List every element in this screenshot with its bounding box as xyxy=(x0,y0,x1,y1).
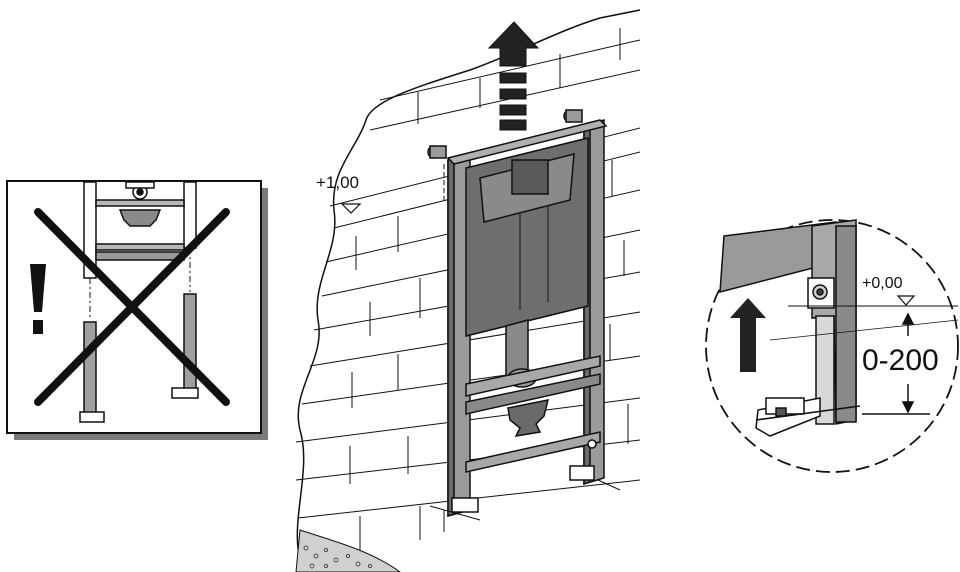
incorrect-installation-panel xyxy=(6,180,268,440)
cross-out-icon xyxy=(34,208,230,406)
detail-frame xyxy=(719,219,861,437)
height-label-floor: +0,00 xyxy=(862,275,903,292)
floor-line-left xyxy=(429,505,481,521)
dimension-arrows xyxy=(862,312,930,415)
level-triangle-top xyxy=(340,203,362,214)
gravel-texture xyxy=(303,545,372,569)
wall-outline xyxy=(296,9,641,561)
main-installation-view: +1,00 xyxy=(295,9,641,572)
raise-arrow-icon xyxy=(730,298,766,372)
floor-gravel xyxy=(295,529,401,572)
level-triangle-floor xyxy=(896,295,916,306)
exclamation-icon xyxy=(30,264,46,334)
height-adjust-detail: +0,00 0-200 xyxy=(705,219,959,473)
floor-line-right xyxy=(597,479,621,491)
installation-frame xyxy=(446,118,608,518)
wall-anchors xyxy=(427,109,583,159)
guide-line xyxy=(769,319,959,341)
height-label-top: +1,00 xyxy=(316,173,359,192)
arrow-up-icon xyxy=(487,21,540,131)
adjust-range-label: 0-200 xyxy=(862,344,939,377)
